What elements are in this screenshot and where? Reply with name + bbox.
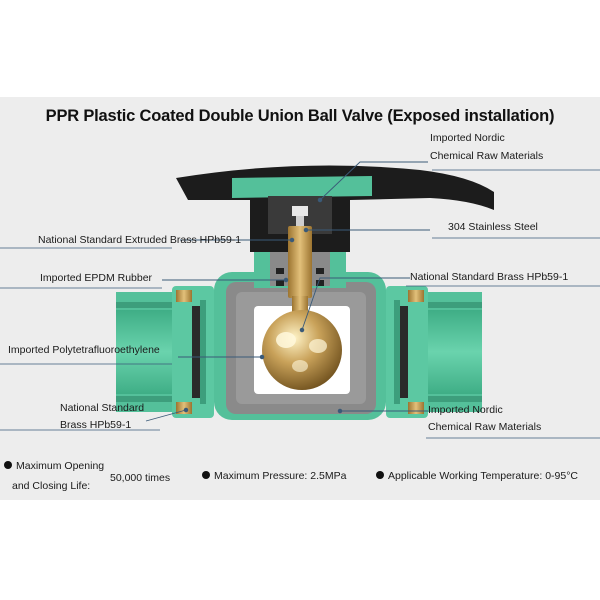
spec-pressure-text: Maximum Pressure: 2.5MPa: [214, 470, 347, 482]
label-epdm-rubber: Imported EPDM Rubber: [40, 272, 153, 284]
spec-temperature-text: Applicable Working Temperature: 0-95°C: [388, 470, 578, 482]
label-nordic-top-line2: Chemical Raw Materials: [430, 150, 544, 162]
spec-pressure: Maximum Pressure: 2.5MPa: [202, 466, 346, 486]
bullet-icon: [4, 461, 12, 470]
label-nordic-top-line1: Imported Nordic: [430, 132, 505, 144]
page-title: PPR Plastic Coated Double Union Ball Val…: [45, 107, 555, 125]
label-brass-left-line1: National Standard: [60, 402, 145, 414]
spec-temperature: Applicable Working Temperature: 0-95°C: [376, 466, 578, 486]
spec-life-line2: and Closing Life:: [12, 480, 91, 492]
spec-life-line1: Maximum Opening: [16, 460, 105, 472]
label-brass-left-line2: Brass HPb59-1: [60, 419, 132, 431]
spec-life-value: 50,000 times: [110, 472, 171, 484]
label-nordic-bottom-line1: Imported Nordic: [428, 404, 503, 416]
label-extruded-brass: National Standard Extruded Brass HPb59-1: [38, 234, 242, 246]
horizontal-lines: [0, 169, 600, 439]
handle: [176, 165, 494, 252]
label-nordic-bottom-line2: Chemical Raw Materials: [428, 421, 542, 433]
leader-lines: [145, 161, 430, 422]
stainless-screw: [292, 206, 308, 216]
bullet-icon: [202, 471, 210, 480]
spec-life-label: Maximum Opening and Closing Life:: [4, 456, 104, 496]
label-stainless-steel: 304 Stainless Steel: [448, 221, 538, 233]
left-union-nut: [172, 286, 214, 418]
right-union-nut: [386, 286, 428, 418]
label-brass-right: National Standard Brass HPb59-1: [410, 271, 569, 283]
brass-ball: [262, 310, 342, 390]
label-ptfe: Imported Polytetrafluoroethylene: [8, 344, 160, 356]
bullet-icon: [376, 471, 384, 480]
